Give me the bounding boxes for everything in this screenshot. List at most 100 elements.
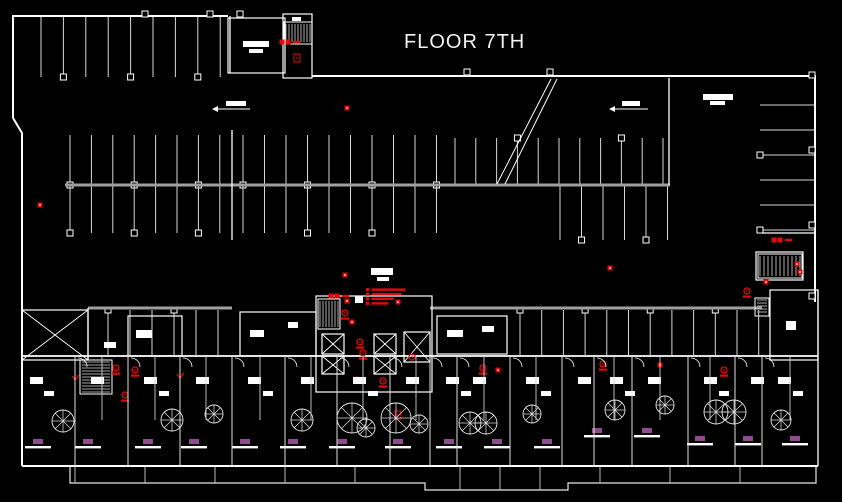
marker-text-blob (356, 346, 364, 349)
furniture-blob (473, 377, 486, 384)
spiral-stair-spoke (469, 414, 479, 424)
unit-label-underline (25, 446, 51, 449)
room-outline (755, 251, 804, 281)
column-square (368, 229, 376, 237)
column-square (66, 229, 74, 237)
spiral-stair-spoke (341, 417, 353, 429)
marker-dot (134, 369, 136, 371)
unit-number-label (492, 439, 502, 444)
spiral-stair-spoke (707, 411, 717, 421)
unit-door-arc (737, 357, 748, 368)
marker-text-blob (342, 294, 349, 298)
outer-wall-left-jog (12, 117, 23, 310)
fire-extinguisher-marker (408, 353, 416, 361)
furniture-blob (751, 377, 764, 384)
room-outline (769, 289, 819, 361)
marker-dot (397, 301, 399, 303)
shaft-diagonal (21, 309, 89, 361)
spiral-stair-spoke (664, 398, 672, 406)
spiral-stair-spoke (207, 413, 215, 421)
legend-key-square (366, 292, 370, 296)
spiral-stair-spoke (365, 421, 373, 429)
fire-equipment-marker (328, 293, 334, 299)
spiral-stair-spoke (293, 419, 303, 429)
unit-number-label (592, 428, 602, 433)
column-square (756, 151, 764, 159)
spiral-stair-spoke (614, 402, 623, 411)
unit-door-arc (432, 357, 443, 368)
text-label-blob (482, 326, 494, 332)
column-square (642, 236, 650, 244)
fire-extinguisher-marker (720, 366, 728, 374)
ramp-line (496, 78, 552, 185)
spiral-stair-spoke (461, 414, 471, 424)
ramp-line (504, 78, 558, 185)
fire-equipment-marker (285, 39, 291, 45)
elevator-shaft (21, 309, 89, 361)
unit-number-label (83, 439, 93, 444)
furniture-blob (526, 377, 539, 384)
text-label-blob (249, 49, 263, 53)
spiral-stair-spoke (725, 411, 735, 421)
spiral-stair-spoke (773, 419, 782, 428)
spiral-stair-spoke (664, 404, 672, 412)
furniture-blob (541, 391, 551, 396)
marker-dot (351, 321, 353, 323)
spiral-stair-spoke (293, 411, 303, 421)
spiral-stair-spoke (780, 419, 789, 428)
spiral-stair-spoke (469, 422, 479, 432)
column-square (127, 73, 135, 81)
furniture-blob (719, 391, 729, 396)
spiral-stair-spoke (715, 403, 725, 413)
unit-label-underline (385, 446, 411, 449)
text-label-blob (447, 330, 463, 337)
stair-block (79, 359, 113, 395)
fire-equipment-marker (777, 237, 783, 243)
marker-text-blob (720, 374, 728, 377)
unit-door-arc (392, 357, 403, 368)
spiral-stair-spoke (773, 412, 782, 421)
marker-dot (346, 300, 348, 302)
furniture-blob (144, 377, 157, 384)
column-square (304, 229, 311, 237)
unit-door-arc (512, 357, 523, 368)
unit-label-underline (232, 446, 258, 449)
marker-dot (796, 263, 798, 265)
marker-dot (344, 312, 346, 314)
unit-number-label (642, 428, 652, 433)
furniture-blob (301, 377, 314, 384)
spiral-stair-spoke (301, 419, 311, 429)
spiral-stair-spoke (359, 421, 367, 429)
outer-walls (12, 15, 818, 467)
shaft-diagonal (321, 355, 345, 375)
spiral-stair-spoke (412, 423, 420, 431)
unit-label-underline (484, 446, 510, 449)
spiral-stair-spoke (62, 412, 72, 422)
marker-dot (609, 267, 611, 269)
spiral-stair-spoke (525, 407, 533, 415)
furniture-blob (578, 377, 591, 384)
column-square (236, 10, 244, 18)
fire-extinguisher-marker (479, 364, 487, 372)
column-square (194, 229, 202, 237)
balcony-outline (69, 466, 817, 491)
unit-number-label (542, 439, 552, 444)
ramp-label-blob (226, 101, 246, 106)
fire-device-outline (293, 53, 301, 63)
marker-dot (346, 107, 348, 109)
marker-dot (765, 281, 767, 283)
fire-equipment-marker (279, 39, 285, 45)
marker-dot (746, 290, 748, 292)
drawing-title: FLOOR 7TH (404, 31, 526, 53)
unit-label-underline (329, 446, 355, 449)
legend-text-blob (371, 293, 402, 296)
spiral-stair-spoke (418, 423, 426, 431)
text-label-blob (710, 101, 725, 105)
text-label-blob (786, 321, 796, 330)
spiral-stair-spoke (780, 412, 789, 421)
marker-dot (382, 380, 384, 382)
text-label-blob (136, 330, 152, 338)
marker-dot (124, 394, 126, 396)
fire-extinguisher-marker (341, 309, 349, 317)
column-square (141, 10, 149, 18)
